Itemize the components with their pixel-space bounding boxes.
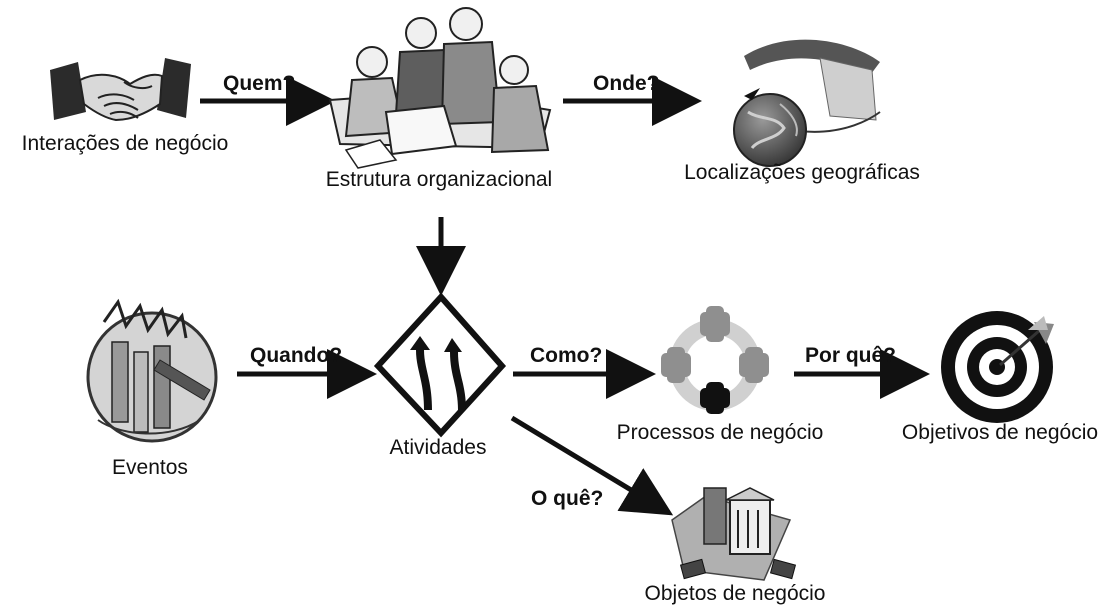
node-label-interacoes: Interações de negócio	[22, 132, 229, 156]
edge-label-quando: Quando?	[250, 344, 342, 368]
edge-label-quem: Quem?	[223, 72, 295, 96]
node-label-atividades: Atividades	[390, 436, 487, 460]
edge-label-como: Como?	[530, 344, 602, 368]
business-team-icon	[330, 8, 550, 168]
road-sign-icon	[378, 297, 502, 433]
handshake-icon	[50, 58, 191, 120]
globe-plane-icon	[734, 40, 880, 166]
node-label-processos: Processos de negócio	[617, 421, 824, 445]
event-collage-icon	[88, 302, 216, 441]
edge-label-oque: O quê?	[531, 487, 603, 511]
node-label-eventos: Eventos	[112, 456, 188, 480]
node-label-objetos: Objetos de negócio	[645, 582, 826, 606]
edge-label-porque: Por quê?	[805, 344, 896, 368]
target-icon	[941, 311, 1054, 423]
process-cycle-icon	[661, 306, 769, 414]
business-objects-icon	[672, 488, 795, 580]
node-label-objetivos: Objetivos de negócio	[902, 421, 1098, 445]
node-label-estrutura: Estrutura organizacional	[326, 168, 552, 192]
edge-label-onde: Onde?	[593, 72, 660, 96]
node-label-localizacoes: Localizações geográficas	[684, 161, 920, 185]
